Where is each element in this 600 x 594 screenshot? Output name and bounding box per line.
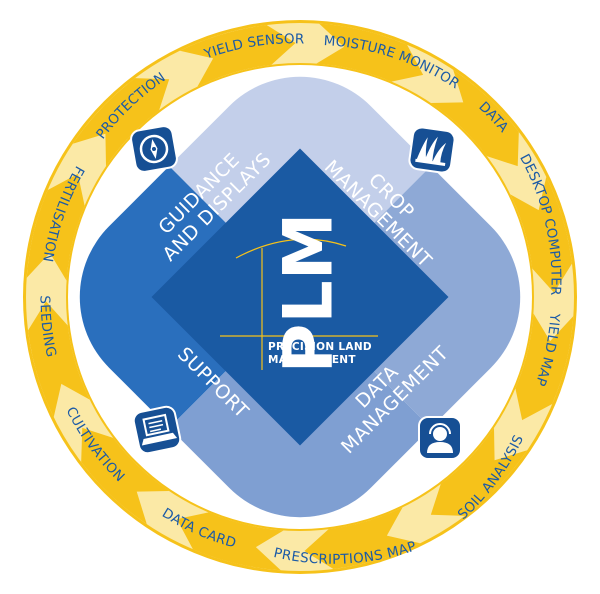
ring-arrow-segment [316, 23, 424, 82]
laptop-icon [132, 405, 182, 455]
ring-arrow-segment [430, 69, 519, 167]
logo-curve [235, 238, 347, 259]
petals [79, 76, 521, 518]
ring-arrows [26, 23, 574, 571]
headset-user-icon [418, 416, 462, 460]
logo-line1: PRECISION LAND [268, 341, 372, 353]
ring-inner-band [26, 23, 574, 571]
ring-arrow-segment [26, 173, 85, 281]
logo-letters: PLM [270, 213, 349, 374]
ring-arrow-segment [430, 427, 528, 516]
grass-icon [408, 126, 456, 174]
ring-arrow-segment [515, 313, 574, 421]
ring-arrow-segment [28, 301, 90, 418]
ring-arrow-segment [510, 176, 572, 293]
ring-arrow-segment [304, 507, 421, 569]
compass-icon [130, 125, 178, 173]
ring-arrow-segment [81, 427, 170, 525]
ring-arrow-segment [72, 78, 170, 167]
plm-logo: PLM PRECISION LAND MANAGEMENT [220, 213, 378, 374]
ring-arrow-segment [176, 512, 284, 571]
ring-arrow-segment [179, 25, 296, 87]
logo-line2: MANAGEMENT [268, 354, 356, 366]
